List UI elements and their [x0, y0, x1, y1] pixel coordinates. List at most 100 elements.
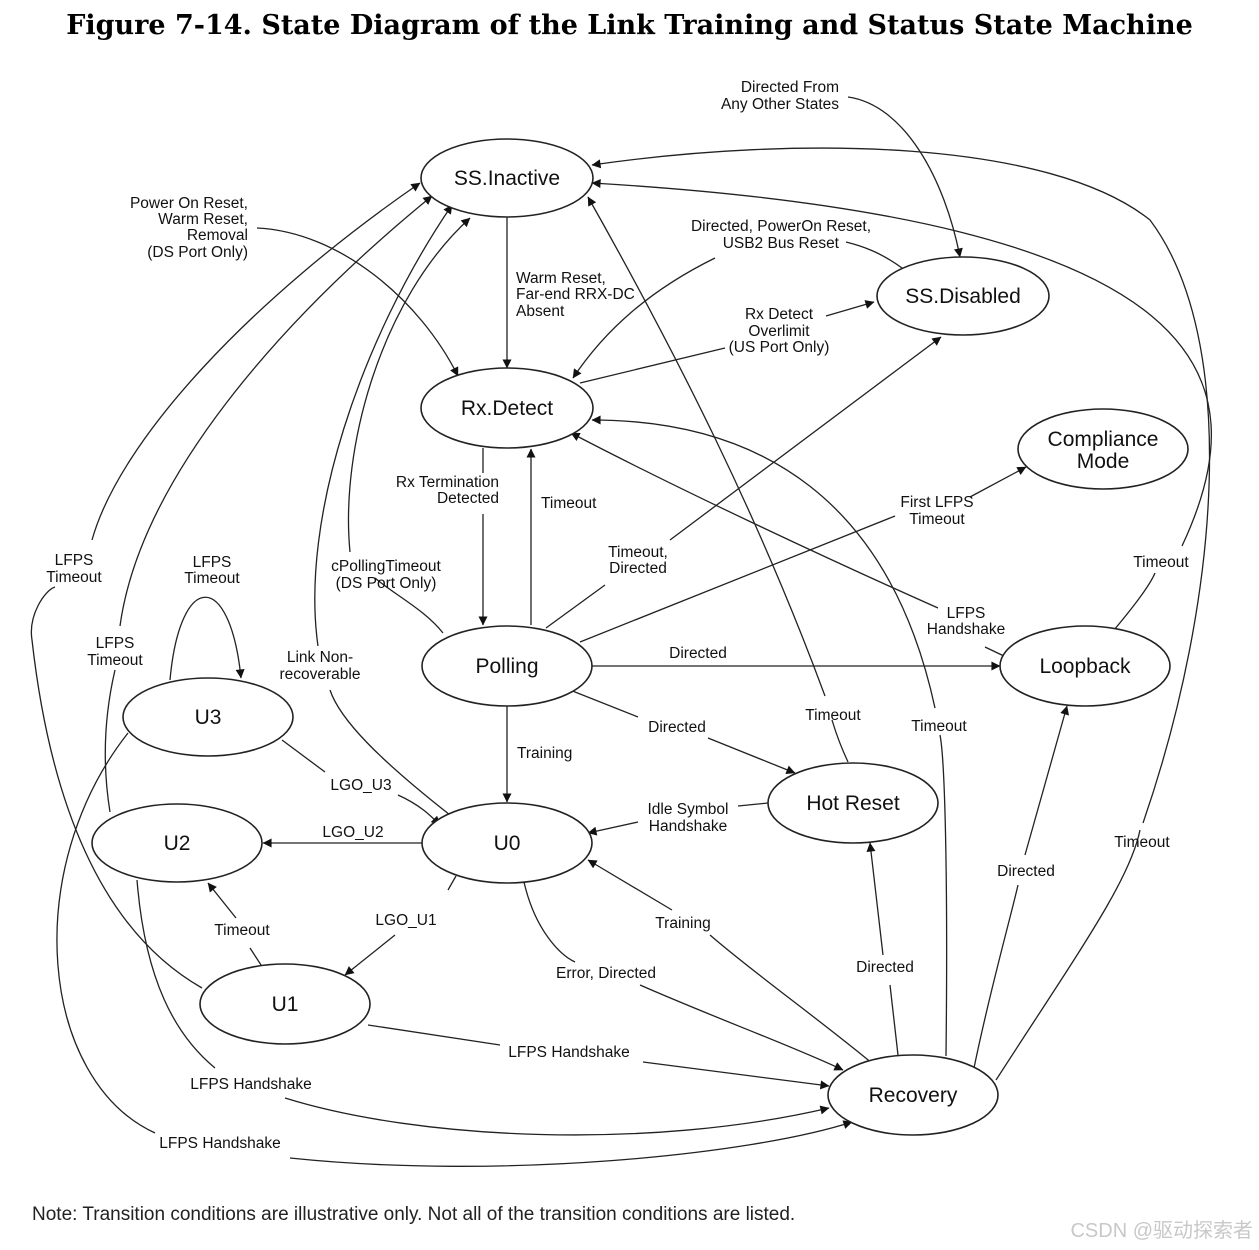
edge-polling-to-ssinactive — [347, 218, 471, 634]
label-link-non-recoverable-2: recoverable — [280, 666, 361, 683]
label-rx-detect-overlimit-1: Rx Detect — [745, 306, 814, 323]
label-timeout-recovery-ssinactive: Timeout — [1114, 834, 1170, 851]
label-cpolling-2: (DS Port Only) — [336, 575, 437, 592]
state-ss-inactive — [420, 138, 594, 218]
edge-polling-to-ssdisabled — [545, 584, 606, 629]
edge-u1-to-ssinactive — [30, 183, 420, 989]
edge-polling-to-compliance-b — [969, 466, 1027, 498]
label-lfps-timeout-u1-2: Timeout — [46, 569, 102, 586]
label-directed-polling-hotreset: Directed — [648, 719, 706, 736]
state-label-u2: U2 — [164, 832, 191, 855]
label-timeout-u1-u2: Timeout — [214, 922, 270, 939]
label-link-non-recoverable-1: Link Non- — [287, 649, 353, 666]
state-u0 — [421, 802, 593, 884]
state-label-u3: U3 — [195, 706, 222, 729]
state-rx-detect — [420, 367, 594, 449]
state-ss-disabled — [876, 256, 1050, 336]
label-training-recovery-u0: Training — [655, 915, 710, 932]
edge-u2-to-recovery — [136, 879, 829, 1136]
label-rx-termination-1: Rx Termination — [396, 474, 499, 491]
label-lgo-u2: LGO_U2 — [322, 824, 383, 841]
edge-u0-to-recovery — [523, 881, 843, 1070]
edge-recovery-to-rxdetect — [592, 420, 948, 1057]
label-power-on-reset-2: Warm Reset, — [158, 211, 248, 228]
label-first-lfps-2: Timeout — [909, 511, 965, 528]
edge-ssdisabled-to-rxdetect — [573, 241, 903, 378]
edge-recovery-to-hotreset — [870, 843, 899, 1056]
edge-rxdetect-to-ssdisabled — [579, 347, 726, 384]
label-lfps-handshake-u1: LFPS Handshake — [508, 1044, 630, 1061]
state-u3 — [122, 677, 294, 757]
label-training-polling-u0: Training — [517, 745, 572, 762]
label-directed-recovery-hotreset: Directed — [856, 959, 914, 976]
state-label-u0: U0 — [494, 832, 521, 855]
state-u1 — [199, 963, 371, 1045]
label-timeout-polling-rxdetect: Timeout — [541, 495, 597, 512]
edge-recovery-to-u0 — [588, 860, 874, 1065]
edge-recovery-to-loopback — [973, 706, 1067, 1069]
label-lfps-timeout-u2-1: LFPS — [96, 635, 135, 652]
state-label-recovery: Recovery — [869, 1084, 958, 1107]
edge-loopback-to-ssinactive — [592, 183, 1212, 631]
transitions — [30, 96, 1212, 1167]
label-rx-detect-overlimit-2: Overlimit — [748, 323, 810, 340]
label-directed-from-any-2: Any Other States — [721, 96, 839, 113]
watermark: CSDN @驱动探索者 — [1070, 1220, 1253, 1242]
label-lfps-handshake-loopback-1: LFPS — [947, 605, 986, 622]
label-timeout-recovery-rxdetect: Timeout — [911, 718, 967, 735]
edge-polling-to-ssdisabled-b — [669, 336, 942, 541]
diagram-note: Note: Transition conditions are illustra… — [32, 1204, 796, 1225]
state-label-ss-inactive: SS.Inactive — [454, 167, 560, 190]
edge-u1-to-recovery — [367, 1024, 829, 1086]
state-recovery — [827, 1054, 999, 1136]
label-idle-symbol-1: Idle Symbol — [648, 801, 729, 818]
label-warm-reset-3: Absent — [516, 303, 565, 320]
state-polling — [421, 625, 593, 707]
label-directed-polling-loopback: Directed — [669, 645, 727, 662]
label-lfps-timeout-u3-2: Timeout — [184, 570, 240, 587]
states: SS.Inactive SS.Disabled Rx.Detect Compli… — [91, 138, 1189, 1136]
label-error-directed: Error, Directed — [556, 965, 656, 982]
label-lfps-timeout-u2-2: Timeout — [87, 652, 143, 669]
label-lfps-handshake-u3: LFPS Handshake — [159, 1135, 281, 1152]
label-timeout-directed-1: Timeout, — [608, 544, 668, 561]
edge-hotreset-to-ssinactive — [588, 197, 849, 763]
transition-labels: Directed From Any Other States Power On … — [46, 79, 1189, 1152]
label-timeout-hotreset: Timeout — [805, 707, 861, 724]
state-u2 — [91, 803, 263, 883]
label-timeout-directed-2: Directed — [609, 560, 667, 577]
state-label-rx-detect: Rx.Detect — [461, 397, 553, 420]
label-cpolling-1: cPollingTimeout — [331, 558, 441, 575]
edge-u0-to-ssinactive — [314, 205, 452, 816]
edge-poweron-to-rxdetect — [256, 227, 459, 377]
edge-u3-to-recovery — [56, 732, 852, 1167]
state-loopback — [999, 625, 1171, 707]
label-idle-symbol-2: Handshake — [649, 818, 727, 835]
label-directed-poweron-1: Directed, PowerOn Reset, — [691, 218, 871, 235]
edge-u2-to-ssinactive — [104, 196, 432, 813]
state-label-loopback: Loopback — [1039, 655, 1131, 678]
label-lgo-u3: LGO_U3 — [330, 777, 391, 794]
state-label-hot-reset: Hot Reset — [806, 792, 900, 815]
edge-u3-self-loop — [169, 596, 245, 681]
edge-polling-to-compliance — [579, 515, 896, 643]
state-hot-reset — [767, 762, 939, 844]
label-power-on-reset-1: Power On Reset, — [130, 195, 248, 212]
state-label-polling: Polling — [475, 655, 538, 678]
edge-u1-to-u2 — [208, 883, 264, 969]
edge-polling-to-hotreset — [569, 689, 639, 718]
label-lgo-u1: LGO_U1 — [375, 912, 436, 929]
edge-polling-to-hotreset-b — [707, 737, 796, 774]
label-power-on-reset-3: Removal — [187, 227, 248, 244]
edge-rxdetect-to-ssdisabled-b — [825, 300, 875, 317]
state-label-compliance-1: Compliance — [1048, 428, 1159, 451]
label-lfps-timeout-u3-1: LFPS — [193, 554, 232, 571]
edge-recovery-to-ssinactive — [592, 147, 1211, 1081]
label-first-lfps-1: First LFPS — [900, 494, 973, 511]
figure-title: Figure 7-14. State Diagram of the Link T… — [66, 10, 1193, 41]
label-warm-reset-1: Warm Reset, — [516, 270, 606, 287]
label-timeout-loopback: Timeout — [1133, 554, 1189, 571]
state-label-u1: U1 — [272, 993, 299, 1016]
label-lfps-handshake-loopback-2: Handshake — [927, 621, 1005, 638]
